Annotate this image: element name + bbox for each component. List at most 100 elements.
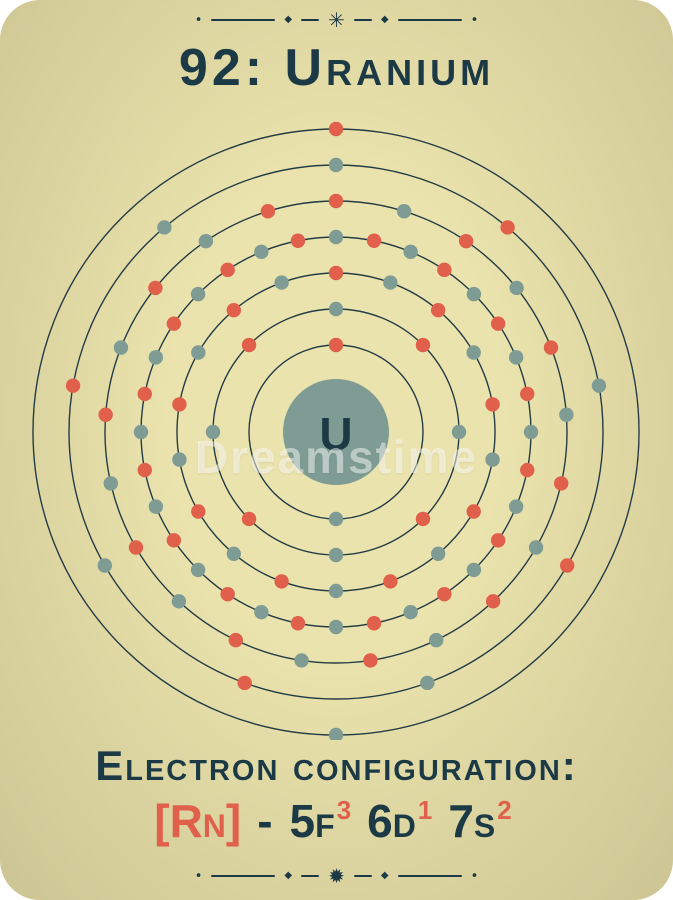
electron	[290, 616, 306, 631]
electron	[560, 558, 575, 573]
term-sup: 1	[417, 795, 433, 825]
electron	[166, 533, 182, 548]
ornament-line	[211, 875, 276, 877]
electron	[403, 604, 418, 620]
electron	[490, 533, 506, 548]
ornament-dot-icon: •	[470, 868, 479, 884]
term-base: 5f	[289, 795, 335, 847]
page-title: 92: Uranium	[178, 39, 495, 97]
electron	[103, 476, 118, 491]
electron	[260, 204, 276, 219]
electron	[363, 653, 378, 668]
electron	[328, 583, 344, 599]
electron	[543, 340, 559, 355]
electron	[429, 632, 444, 648]
ornament-diamond-icon: ◆	[284, 14, 293, 25]
electron	[172, 452, 187, 467]
ornament-line	[353, 875, 372, 877]
config-core: [Rn]	[154, 795, 242, 847]
electron	[437, 262, 452, 278]
ornament-line	[397, 19, 462, 21]
electron	[431, 303, 446, 318]
electron	[328, 511, 344, 527]
ornament-dot-icon: •	[470, 12, 479, 28]
electron	[137, 386, 152, 402]
ornament-diamond-icon: ◆	[380, 870, 389, 881]
electron	[171, 594, 187, 609]
electron	[97, 558, 112, 573]
electron	[328, 157, 344, 173]
electron	[241, 337, 257, 353]
electron	[520, 386, 535, 402]
electron	[485, 397, 500, 412]
ornament-line	[353, 19, 372, 21]
electron	[157, 220, 172, 235]
electron	[190, 286, 206, 302]
electron	[420, 675, 435, 691]
electron	[437, 586, 452, 602]
electron	[500, 220, 515, 235]
electron	[65, 378, 81, 393]
electron	[290, 233, 306, 248]
electron	[148, 499, 164, 514]
electron	[294, 653, 309, 668]
top-ornament: • ◆ ✳ ◆ •	[0, 10, 673, 30]
electron	[254, 244, 269, 260]
electron	[274, 275, 289, 290]
nucleus	[283, 379, 389, 485]
electron	[328, 337, 344, 353]
config-term: 6d1	[367, 795, 433, 847]
electron	[220, 586, 235, 602]
electron	[241, 511, 257, 527]
electron	[274, 574, 289, 589]
electron	[166, 316, 182, 331]
electron	[328, 193, 344, 209]
config-term: 5f3	[289, 795, 352, 847]
atom-diagram: U	[32, 121, 640, 740]
electron	[328, 547, 344, 563]
electron	[508, 499, 524, 514]
term-base: 6d	[367, 795, 416, 847]
electron	[237, 675, 252, 691]
ornament-line	[301, 19, 320, 21]
electron	[172, 397, 187, 412]
term-base: 7s	[448, 795, 496, 847]
electron	[228, 632, 243, 648]
term-sup: 2	[497, 795, 512, 825]
electron	[415, 337, 431, 353]
electron	[520, 462, 535, 478]
electron	[523, 424, 539, 440]
ornament-dot-icon: •	[194, 868, 203, 884]
electron	[328, 229, 344, 245]
electron	[383, 574, 398, 589]
electron	[191, 504, 206, 519]
electron	[98, 407, 113, 422]
electron	[403, 244, 418, 260]
electron	[466, 345, 481, 360]
ornament-star-icon: ✳	[328, 8, 345, 32]
term-sup: 3	[336, 795, 352, 825]
electron	[328, 727, 344, 740]
electron-config-value: [Rn]-5f3 6d1 7s2	[0, 794, 673, 848]
electron	[190, 562, 206, 578]
electron	[490, 316, 506, 331]
electron	[198, 233, 214, 249]
electron	[591, 378, 607, 393]
ornament-star-icon: ✹	[328, 864, 345, 888]
electron	[328, 619, 344, 635]
ornament-dot-icon: •	[194, 12, 203, 28]
electron-config-label: Electron configuration:	[95, 742, 578, 789]
electron	[366, 616, 382, 631]
config-dash: -	[257, 795, 273, 847]
ornament-line	[397, 875, 462, 877]
electron	[254, 604, 269, 620]
electron	[528, 540, 544, 555]
electron	[485, 452, 500, 467]
bottom-ornament: • ◆ ✹ ◆ •	[0, 866, 673, 886]
electron	[485, 594, 501, 609]
ornament-line	[211, 19, 276, 21]
electron	[451, 424, 467, 440]
electron	[466, 286, 482, 302]
